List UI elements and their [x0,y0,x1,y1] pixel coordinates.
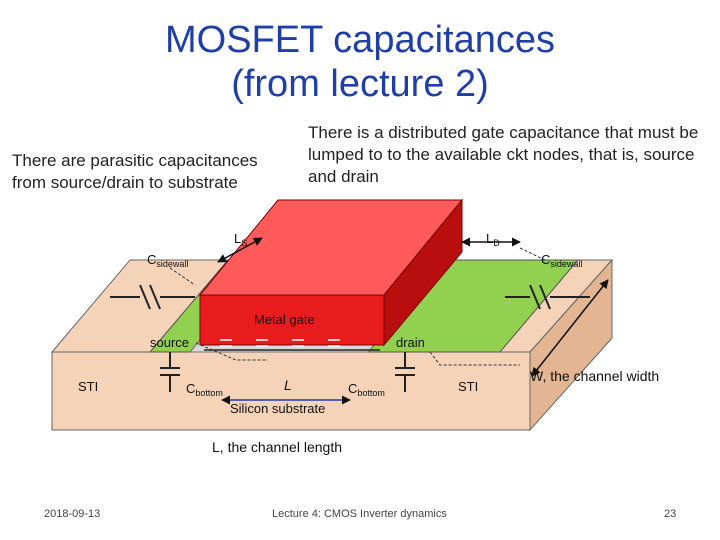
source-label: source [150,335,189,350]
bottom-cap-left [160,352,180,392]
channel-length-label: L, the channel length [212,439,342,455]
sidewall-cap-left [110,284,195,310]
l-center-label: L [284,377,292,393]
sti-left-label: STI [78,379,98,394]
distributed-gate-caps [220,339,340,347]
note-left: There are parasitic capacitances from so… [12,151,258,192]
silicon-substrate-label: Silicon substrate [230,401,325,416]
width-arrow [531,279,609,377]
drain-label: drain [396,335,425,350]
title-line-1: MOSFET capacitances [164,19,555,61]
gate-side [383,198,463,347]
c-sidewall-left-label: Csidewall [147,252,188,269]
note-right: There is a distributed gate capacitance … [308,123,699,186]
channel-width-label: W, the channel width [530,368,659,384]
c-bottom-right-label: Cbottom [348,381,385,398]
c-bottom-left-label: Cbottom [186,381,223,398]
footer-date: 2018-09-13 [44,508,101,520]
metal-gate-label: Metal gate [254,312,315,327]
ld-label: LD [486,231,500,248]
csidewall-left-leader [169,267,196,286]
slide-title: MOSFET capacitances (from lecture 2) [0,18,720,106]
bottom-cap-right [395,352,415,392]
footer-page-number: 23 [664,508,677,520]
title-line-2: (from lecture 2) [231,63,489,105]
sti-right-label: STI [458,379,478,394]
footer-lecture: Lecture 4: CMOS Inverter dynamics [272,508,447,520]
ls-arrow [217,237,263,263]
c-sidewall-right-label: Csidewall [541,252,582,269]
leader-drain [429,351,520,366]
ls-label: LS [234,231,247,248]
